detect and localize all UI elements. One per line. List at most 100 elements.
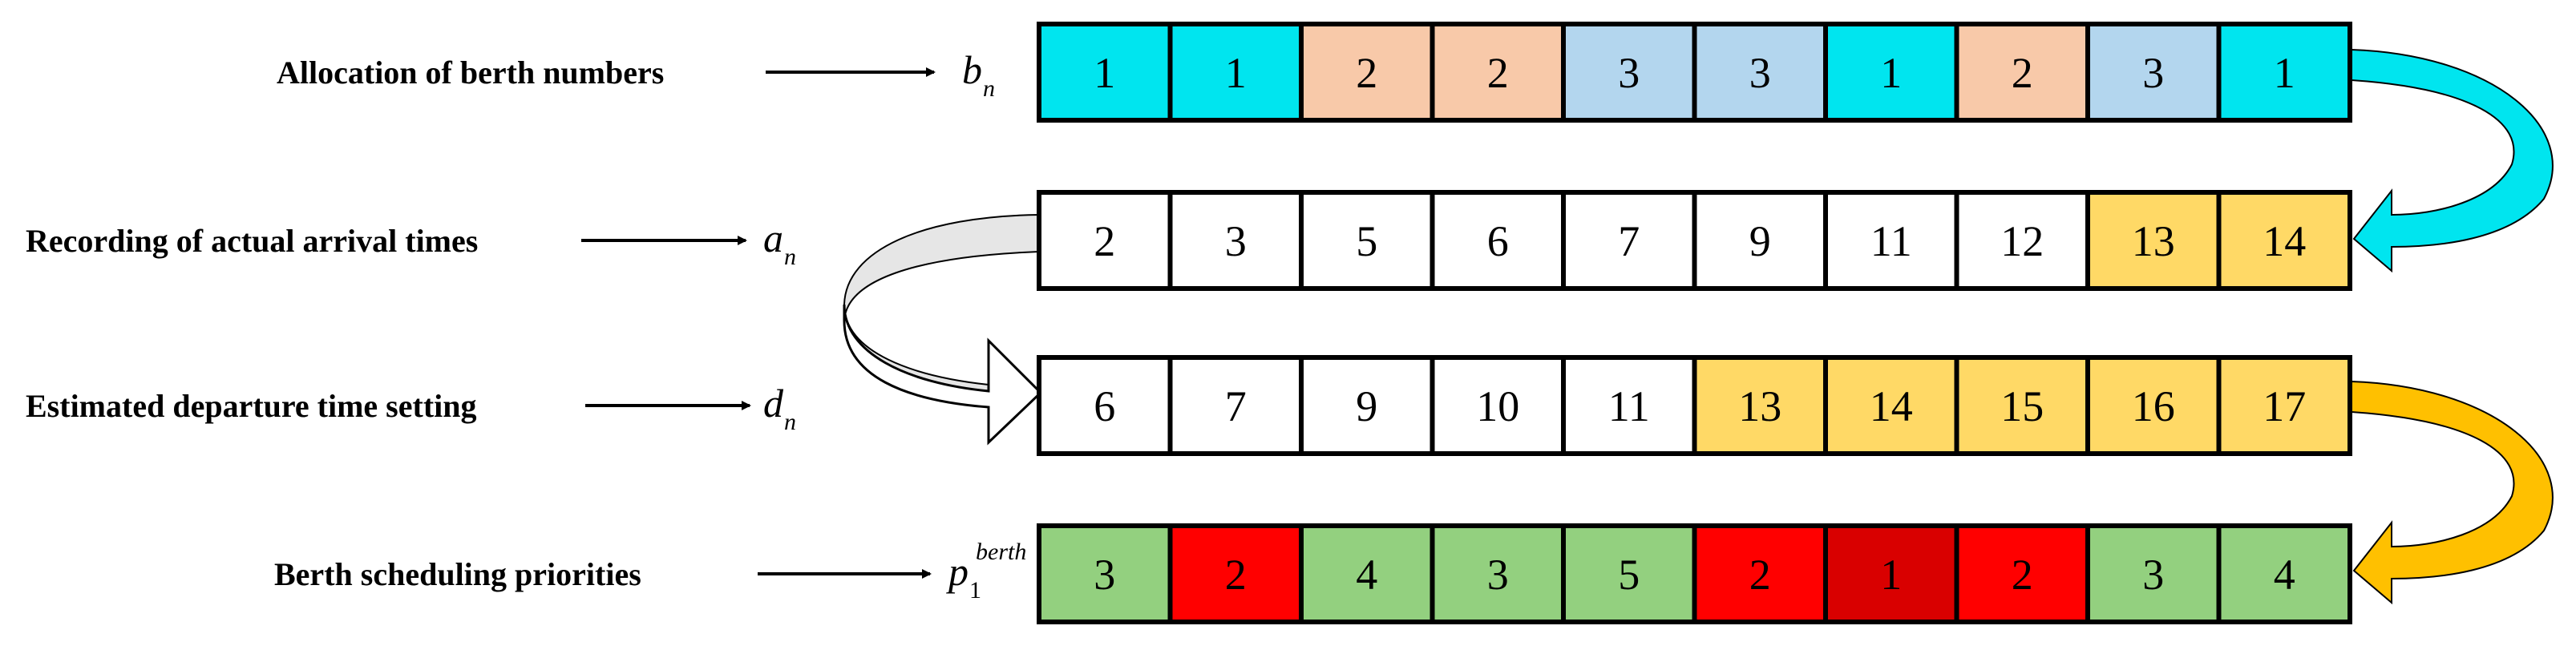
cell-value: 2 [1225, 551, 1247, 599]
cell-box [1430, 190, 1566, 291]
cell-box [1430, 22, 1566, 123]
cell: 11 [1561, 355, 1697, 456]
cell-value: 5 [1618, 551, 1640, 599]
cell-box [1692, 190, 1828, 291]
cell-value: 3 [1749, 49, 1771, 97]
cell-value: 2 [1094, 217, 1115, 265]
cell: 5 [1561, 523, 1697, 624]
cell-value: 5 [1356, 217, 1377, 265]
variable-subscript: n [784, 244, 796, 270]
cell-box [1692, 22, 1828, 123]
cell-value: 3 [2142, 49, 2164, 97]
row-label: Recording of actual arrival times [26, 223, 478, 259]
cell-box [1954, 523, 2090, 624]
cell-value: 4 [1356, 551, 1377, 599]
cell-value: 1 [1880, 49, 1902, 97]
cell-box [2216, 22, 2352, 123]
cell-value: 14 [1870, 382, 1913, 430]
cell: 3 [1692, 22, 1828, 123]
cell: 16 [2085, 355, 2222, 456]
cell-box [1954, 355, 2090, 456]
cell-box [2216, 523, 2352, 624]
cell-value: 12 [2000, 217, 2044, 265]
cell-value: 3 [1225, 217, 1247, 265]
cell: 11 [1823, 190, 1959, 291]
variable-symbol: a [763, 216, 783, 260]
cell-box [2216, 355, 2352, 456]
cell-box [1299, 190, 1435, 291]
cell: 1 [1823, 523, 1959, 624]
cell: 4 [2216, 523, 2352, 624]
cell-value: 3 [1618, 49, 1640, 97]
cell: 2 [1692, 523, 1828, 624]
cell: 9 [1692, 190, 1828, 291]
cell-value: 13 [2132, 217, 2175, 265]
cell: 3 [1037, 523, 1173, 624]
cell-box [1692, 355, 1828, 456]
cell: 2 [1167, 523, 1304, 624]
variable-symbol: b [962, 47, 982, 92]
cell-value: 2 [2012, 49, 2033, 97]
cell-value: 16 [2132, 382, 2175, 430]
cell: 1 [1167, 22, 1304, 123]
connector-gold-row3-to-row4 [2351, 380, 2554, 605]
cell: 15 [1954, 355, 2090, 456]
cell-box [1561, 190, 1697, 291]
cell-box [1823, 22, 1959, 123]
row-label: Estimated departure time setting [26, 388, 477, 424]
cell: 2 [1430, 22, 1566, 123]
cell-value: 3 [1487, 551, 1509, 599]
cell-value: 11 [1870, 217, 1912, 265]
cell-box [1430, 355, 1566, 456]
cell-box [1561, 22, 1697, 123]
cell: 17 [2216, 355, 2352, 456]
cell-value: 17 [2263, 382, 2306, 430]
cell: 2 [1954, 523, 2090, 624]
cell: 13 [1692, 355, 1828, 456]
row-label: Berth scheduling priorities [274, 556, 641, 592]
cell: 6 [1430, 190, 1566, 291]
cell-box [1823, 190, 1959, 291]
cell: 7 [1561, 190, 1697, 291]
cell-value: 3 [1094, 551, 1115, 599]
cell-box [2216, 190, 2352, 291]
cell-value: 15 [2000, 382, 2044, 430]
cell: 1 [2216, 22, 2352, 123]
cell-value: 14 [2263, 217, 2306, 265]
cell: 2 [1299, 22, 1435, 123]
cell-box [1299, 355, 1435, 456]
cell-value: 1 [1094, 49, 1115, 97]
cell-value: 11 [1608, 382, 1650, 430]
cell: 10 [1430, 355, 1566, 456]
cell-value: 13 [1738, 382, 1781, 430]
cell: 3 [1561, 22, 1697, 123]
cell-value: 2 [1487, 49, 1509, 97]
cell-value: 2 [1356, 49, 1377, 97]
cell: 12 [1954, 190, 2090, 291]
variable-subscript: n [983, 75, 995, 102]
cell-value: 2 [1749, 551, 1771, 599]
cell-value: 7 [1225, 382, 1247, 430]
cell: 3 [1167, 190, 1304, 291]
cell-value: 10 [1476, 382, 1519, 430]
variable-subscript: 1 [969, 577, 981, 604]
cell: 1 [1823, 22, 1959, 123]
cell-value: 4 [2274, 551, 2295, 599]
row-label: Allocation of berth numbers [277, 54, 664, 91]
cell-value: 6 [1094, 382, 1115, 430]
cell-value: 1 [2274, 49, 2295, 97]
cell-box [2085, 190, 2222, 291]
cell-value: 1 [1880, 551, 1902, 599]
cell: 4 [1299, 523, 1435, 624]
variable-superscript: berth [976, 539, 1026, 565]
cell: 2 [1037, 190, 1173, 291]
cell-value: 7 [1618, 217, 1640, 265]
connector-cyan-row1-to-row2 [2351, 48, 2554, 273]
cell: 14 [2216, 190, 2352, 291]
cell: 3 [2085, 523, 2222, 624]
cell: 3 [1430, 523, 1566, 624]
